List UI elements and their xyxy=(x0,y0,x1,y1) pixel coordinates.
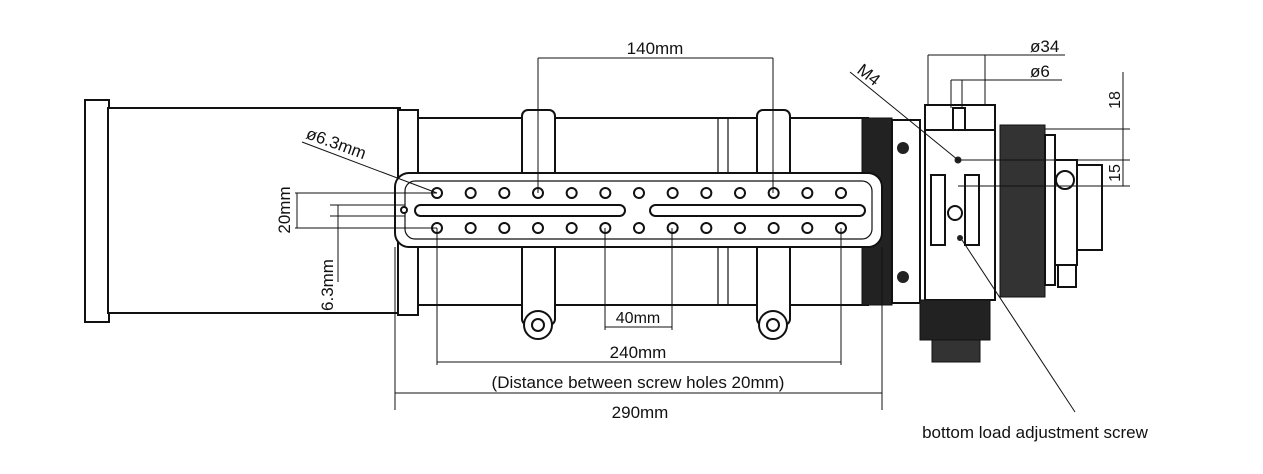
screw-hole xyxy=(767,187,780,199)
focus-knurl xyxy=(999,124,1046,298)
screw-hole xyxy=(835,187,847,199)
screw-hole xyxy=(801,222,814,234)
screw-hole xyxy=(801,187,814,199)
label-diameter-34: ø34 xyxy=(1030,37,1059,56)
screw-hole xyxy=(498,187,511,199)
dew-cap-rim xyxy=(84,99,110,323)
dew-shield xyxy=(107,107,401,314)
label-40mm: 40mm xyxy=(616,310,660,327)
screw-hole xyxy=(464,222,477,234)
screw-hole xyxy=(666,222,679,234)
dovetail-plate xyxy=(394,172,883,248)
screw-hole xyxy=(734,222,746,234)
label-140mm: 140mm xyxy=(627,39,684,58)
slot-left xyxy=(414,204,626,217)
label-hole-distance: (Distance between screw holes 20mm) xyxy=(492,373,785,392)
focus-knob xyxy=(919,299,991,341)
screw-hole xyxy=(599,187,612,199)
label-diameter-6: ø6 xyxy=(1030,62,1050,81)
label-290mm: 290mm xyxy=(612,403,669,422)
bottom-screw-hole xyxy=(957,235,963,241)
label-240mm: 240mm xyxy=(610,343,667,362)
screw-hole xyxy=(700,222,713,234)
screw-hole xyxy=(565,222,578,234)
screw-hole xyxy=(633,222,645,234)
screw-hole xyxy=(700,187,713,199)
screw-hole xyxy=(464,187,477,199)
screw-hole xyxy=(498,222,511,234)
focuser xyxy=(861,104,1103,363)
dimension-lines xyxy=(295,54,1130,413)
label-m4: M4 xyxy=(854,60,884,90)
screw-hole xyxy=(767,222,780,234)
label-15: 15 xyxy=(1107,164,1124,182)
screw-hole xyxy=(666,187,679,199)
label-bottom-screw: bottom load adjustment screw xyxy=(922,423,1149,442)
label-6-3mm: 6.3mm xyxy=(318,259,337,311)
label-20mm: 20mm xyxy=(275,186,294,233)
label-18: 18 xyxy=(1107,91,1124,109)
screw-hole xyxy=(532,222,544,234)
screw-hole xyxy=(565,187,578,199)
slot-right xyxy=(649,204,866,217)
screw-hole xyxy=(633,187,645,199)
screw-hole xyxy=(734,187,746,199)
